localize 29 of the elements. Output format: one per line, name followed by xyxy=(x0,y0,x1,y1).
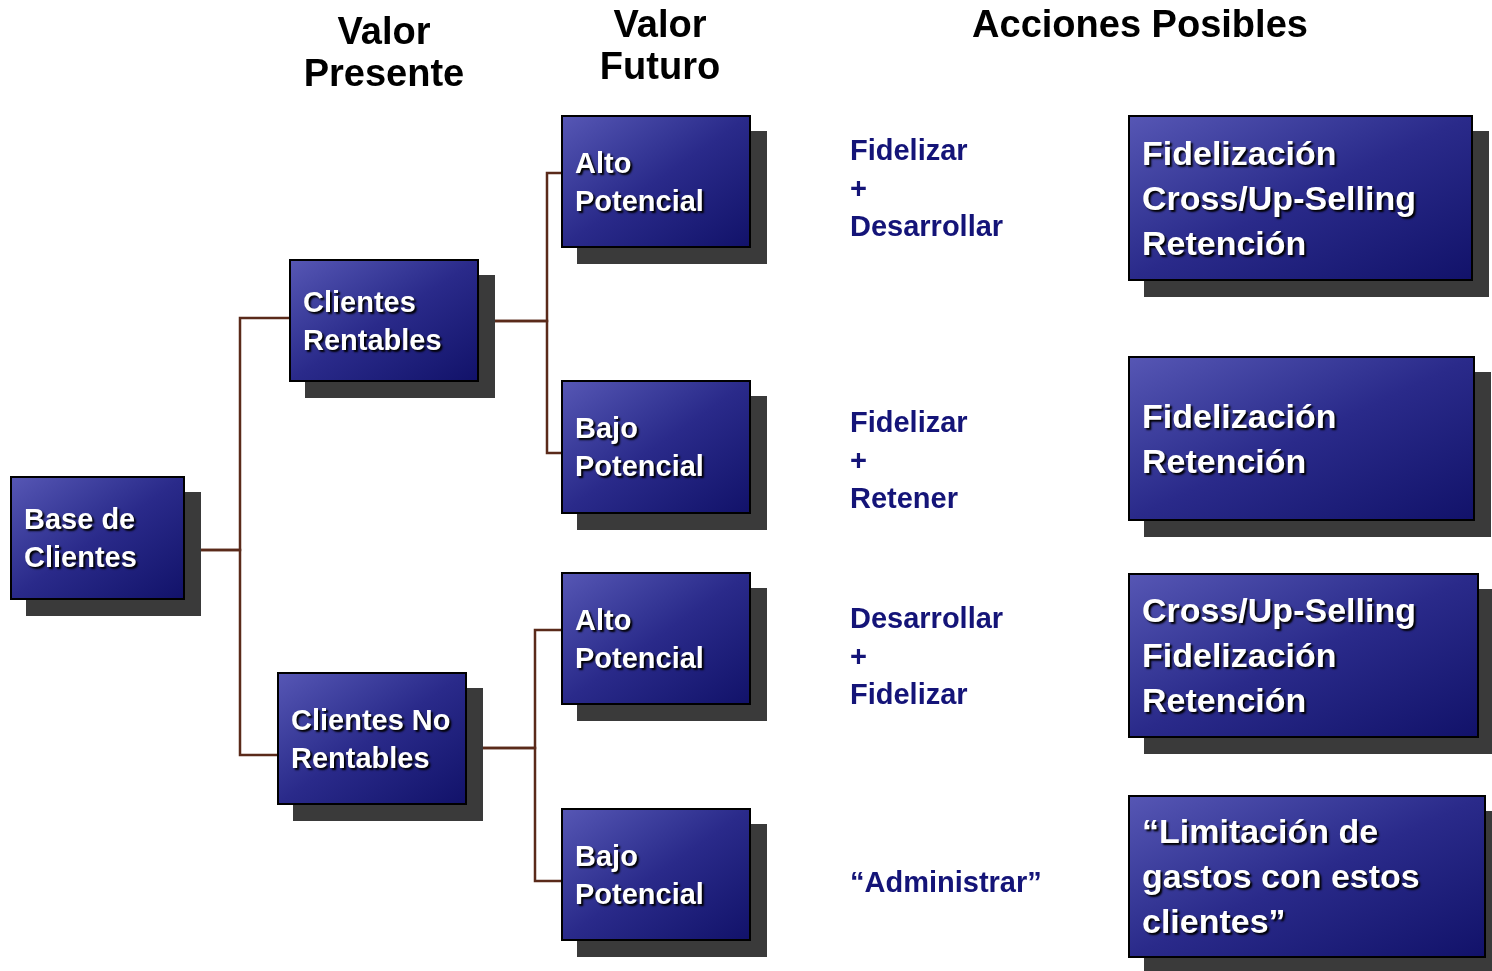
action-text: + xyxy=(850,171,868,206)
box-text: Cross/Up-Selling xyxy=(1142,177,1417,219)
box-text: Fidelización xyxy=(1142,395,1338,437)
box-text: Alto Potencial xyxy=(575,145,705,219)
box-text: Clientes Rentables xyxy=(303,284,443,358)
box-text: Fidelización xyxy=(1142,635,1338,676)
action-text: Fidelizar xyxy=(850,133,969,168)
action-text: + xyxy=(850,639,868,674)
action-text: Desarrollar xyxy=(850,209,1005,244)
box-text: Alto Potencial xyxy=(575,602,705,676)
box-text: Fidelización xyxy=(1142,132,1338,174)
action-text: Retener xyxy=(850,481,959,516)
box-text: Retención xyxy=(1142,222,1308,264)
action-text: Fidelizar xyxy=(850,677,969,712)
column-heading: Acciones Posibles xyxy=(971,3,1309,45)
column-heading: Valor Presente xyxy=(302,10,466,94)
action-text: Fidelizar xyxy=(850,405,969,440)
box-text: Clientes No Rentables xyxy=(291,702,452,776)
box-text: Retención xyxy=(1142,440,1308,482)
box-text: Base de Clientes xyxy=(24,502,138,575)
box-text: “Limitación de gastos con estos clientes” xyxy=(1142,811,1421,942)
action-text: “Administrar” xyxy=(850,865,1043,900)
box-text: Retención xyxy=(1142,680,1308,721)
box-text: Cross/Up-Selling xyxy=(1142,590,1417,631)
box-text: Bajo Potencial xyxy=(575,838,705,912)
column-heading: Valor Futuro xyxy=(598,3,722,87)
action-text: + xyxy=(850,443,868,478)
action-text: Desarrollar xyxy=(850,601,1005,636)
box-text: Bajo Potencial xyxy=(575,411,705,484)
